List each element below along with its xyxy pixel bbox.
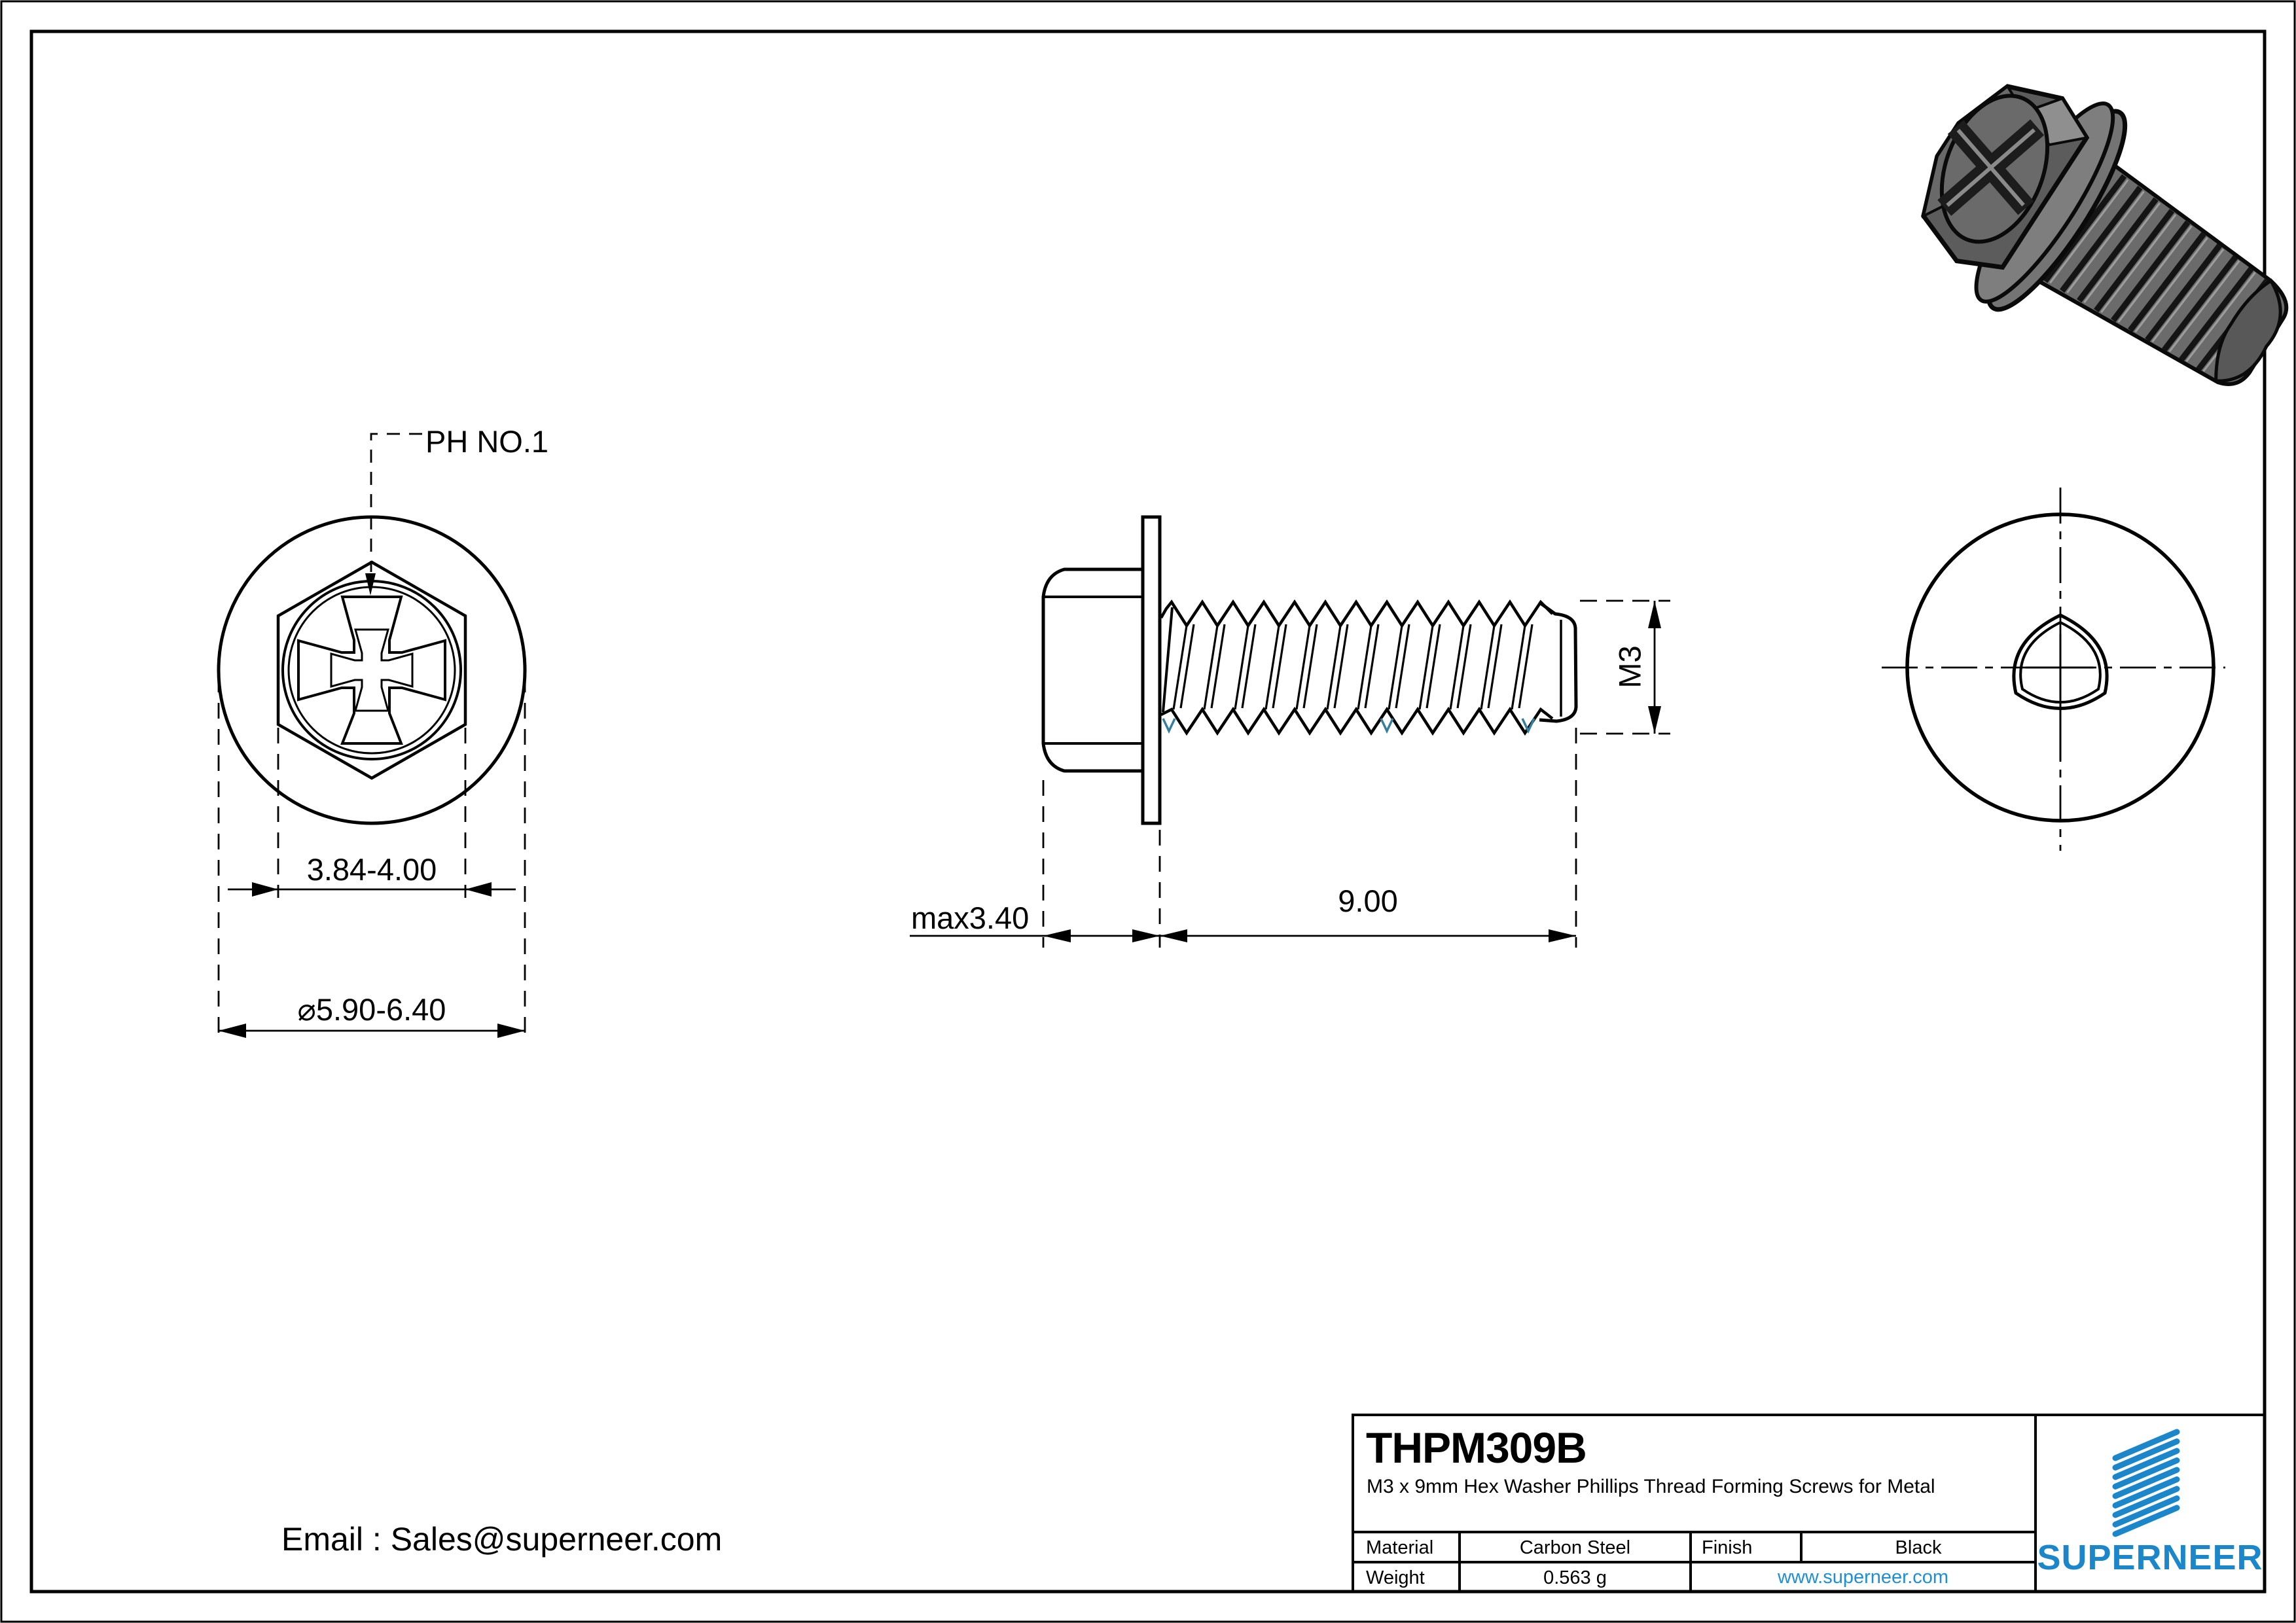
part-number: THPM309B bbox=[1366, 1423, 1587, 1472]
thread-mark-2 bbox=[1380, 718, 1394, 734]
material-value: Carbon Steel bbox=[1519, 1537, 1631, 1558]
dim-thread-size bbox=[1580, 599, 1670, 735]
hex-outline bbox=[276, 560, 467, 780]
side-view bbox=[910, 515, 1670, 948]
title-block-grid bbox=[1352, 1414, 2266, 1593]
head-circle-inner bbox=[287, 586, 456, 755]
side-extension-lines bbox=[1042, 728, 1577, 948]
dim-washer-dia-label: ⌀5.90-6.40 bbox=[297, 992, 446, 1027]
phillips-recess bbox=[297, 596, 446, 745]
screw-3d-phillips bbox=[1937, 119, 2045, 216]
dim-thread-length bbox=[1160, 929, 1576, 942]
dim-head-height bbox=[910, 929, 1160, 942]
trilobe-outer bbox=[2012, 613, 2109, 710]
side-threads bbox=[1160, 599, 1578, 736]
dim-head-height-label: max3.40 bbox=[911, 901, 1030, 935]
front-extension-lines bbox=[217, 677, 526, 1041]
ph-number-label: PH NO.1 bbox=[425, 424, 549, 459]
brand-name: SUPERNEER bbox=[2037, 1538, 2263, 1577]
dim-thread-size-label: M3 bbox=[1612, 645, 1647, 688]
screw-3d-render bbox=[1921, 84, 2289, 386]
dim-thread-length-label: 9.00 bbox=[1338, 883, 1398, 918]
email-text: Email : Sales@superneer.com bbox=[281, 1521, 723, 1558]
material-label: Material bbox=[1366, 1537, 1434, 1558]
superneer-logo-icon bbox=[2112, 1429, 2180, 1537]
trilobe-inner bbox=[2019, 620, 2102, 704]
part-description: M3 x 9mm Hex Washer Phillips Thread Form… bbox=[1367, 1476, 1935, 1497]
website-link[interactable]: www.superneer.com bbox=[1777, 1567, 1949, 1588]
weight-label: Weight bbox=[1366, 1567, 1425, 1588]
side-washer-flange bbox=[1141, 515, 1162, 825]
thread-mark-1 bbox=[1162, 718, 1176, 734]
ph-leader-arrow bbox=[365, 573, 376, 596]
dim-hex-flats bbox=[228, 882, 516, 897]
phillips-recess-inner bbox=[330, 628, 414, 712]
head-circle-outer bbox=[281, 580, 462, 760]
dim-hex-flats-label: 3.84-4.00 bbox=[306, 852, 437, 887]
screw-3d-threads bbox=[2025, 162, 2272, 372]
side-hex-head bbox=[1041, 567, 1145, 773]
thread-mark-3 bbox=[1521, 718, 1535, 734]
finish-value: Black bbox=[1895, 1537, 1942, 1558]
weight-value: 0.563 g bbox=[1543, 1567, 1607, 1588]
back-centerlines bbox=[1882, 488, 2225, 851]
dim-washer-dia bbox=[219, 1024, 525, 1038]
front-view bbox=[217, 433, 527, 1041]
back-view bbox=[1882, 488, 2225, 851]
ph-leader-line bbox=[370, 433, 422, 572]
finish-label: Finish bbox=[1702, 1537, 1753, 1558]
